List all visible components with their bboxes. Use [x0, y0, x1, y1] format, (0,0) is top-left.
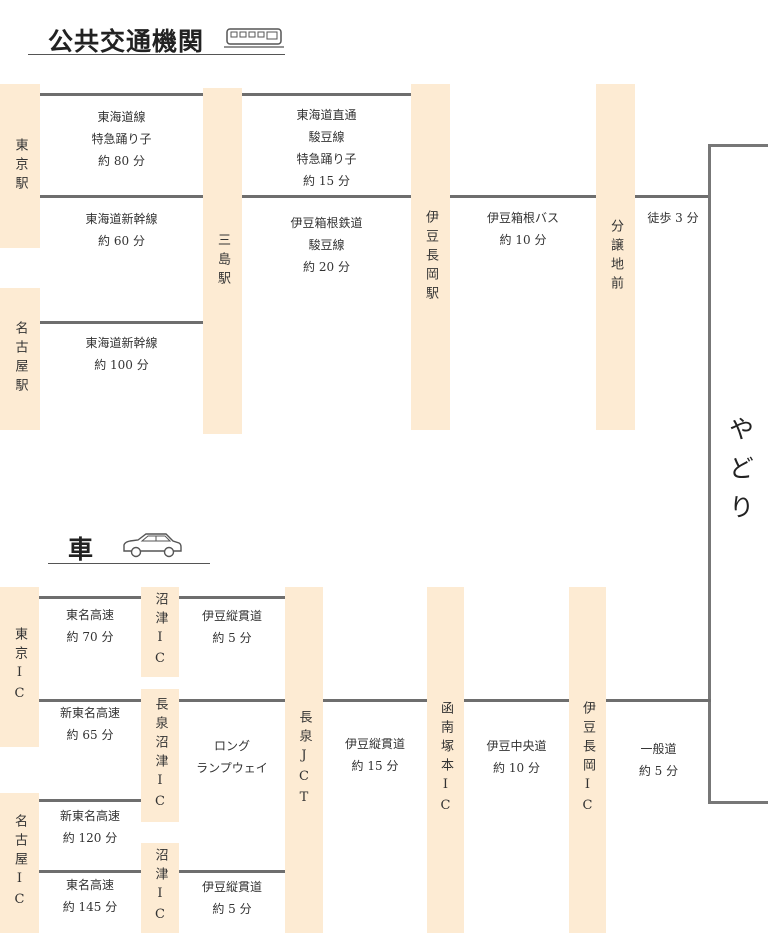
route-line: [179, 596, 285, 599]
route-label: 東海道新幹線約 100 分: [85, 336, 158, 372]
route-label: 新東名高速約 65 分: [59, 706, 120, 742]
train-icon: [224, 28, 284, 48]
route-line: [635, 195, 711, 198]
ic-numazu-1: 沼津IC: [141, 587, 179, 677]
route-label: 徒歩 3 分: [647, 211, 699, 225]
route-line: [40, 195, 203, 198]
route-label: 伊豆縦貫道約 5 分: [201, 880, 262, 916]
route-line: [450, 195, 596, 198]
route-line: [40, 321, 203, 324]
route-line: [464, 699, 569, 702]
route-line: [39, 799, 141, 802]
route-label: 新東名高速約 120 分: [59, 809, 120, 845]
route-label: 一般道約 5 分: [638, 742, 679, 778]
route-label: 東海道線特急踊り子約 80 分: [91, 110, 152, 168]
car-title-underline: [48, 563, 210, 564]
route-label: 東海道新幹線約 60 分: [85, 212, 158, 248]
route-label: 伊豆中央道約 10 分: [486, 739, 547, 775]
station-bunjo: 分譲地前: [596, 84, 635, 430]
route-label: 伊豆箱根バス約 10 分: [486, 211, 559, 247]
route-label: ロングランプウェイ: [196, 739, 268, 775]
ic-numazu-2: 沼津IC: [141, 843, 179, 933]
route-line: [606, 699, 711, 702]
station-izunagaoka: 伊豆長岡駅: [411, 84, 450, 430]
destination-box: やどり: [708, 144, 768, 804]
route-label: 伊豆縦貫道約 5 分: [201, 609, 262, 645]
route-label: 東名高速約 70 分: [65, 608, 114, 644]
public-transport-title: 公共交通機関: [48, 27, 205, 56]
ic-nagaizumi-numazu: 長泉沼津IC: [141, 689, 179, 822]
public-title-underline: [28, 54, 285, 55]
ic-kannami-tsukamoto: 函南塚本IC: [427, 587, 464, 933]
car-icon: [123, 533, 182, 558]
car-title: 車: [68, 535, 95, 564]
station-tokyo: 東京駅: [0, 84, 40, 248]
station-mishima: 三島駅: [203, 88, 242, 434]
route-line: [179, 870, 285, 873]
ic-tokyo: 東京IC: [0, 587, 39, 747]
route-line: [179, 699, 285, 702]
ic-nagoya: 名古屋IC: [0, 793, 39, 933]
route-line: [323, 699, 427, 702]
route-line: [242, 93, 411, 96]
station-nagoya: 名古屋駅: [0, 288, 40, 430]
route-line: [242, 195, 411, 198]
route-label: 伊豆箱根鉄道駿豆線約 20 分: [290, 216, 363, 274]
route-label: 東海道直通駿豆線特急踊り子約 15 分: [296, 108, 357, 188]
route-line: [39, 596, 141, 599]
jct-nagaizumi: 長泉JCT: [285, 587, 323, 933]
ic-izunagaoka: 伊豆長岡IC: [569, 587, 606, 933]
route-label: 東名高速約 145 分: [62, 878, 118, 914]
destination-label: やどり: [725, 415, 755, 533]
route-line: [39, 699, 141, 702]
route-label: 伊豆縦貫道約 15 分: [344, 737, 405, 773]
route-line: [39, 870, 141, 873]
route-line: [40, 93, 203, 96]
